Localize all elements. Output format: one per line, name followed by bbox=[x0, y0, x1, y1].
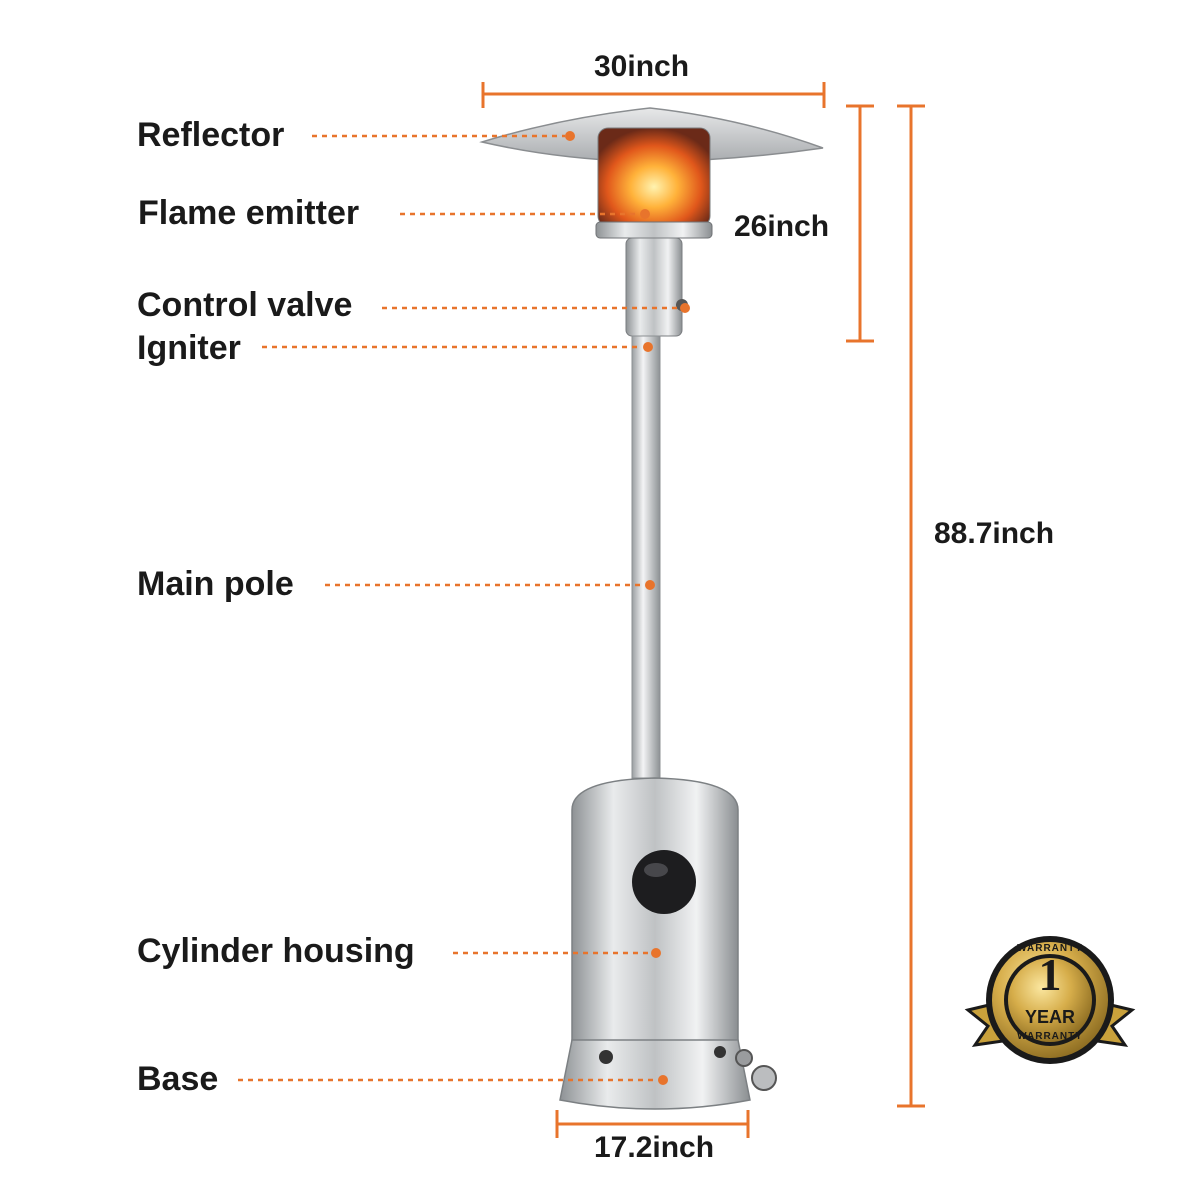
dimension-total-height: 88.7inch bbox=[934, 517, 1055, 550]
control-valve-housing bbox=[625, 237, 683, 337]
housing-window bbox=[632, 850, 696, 914]
flame-emitter-ring bbox=[595, 221, 713, 239]
label-reflector: Reflector bbox=[137, 116, 285, 154]
dimension-base-width: 17.2inch bbox=[594, 1131, 715, 1164]
warranty-unit: YEAR bbox=[1024, 1007, 1075, 1027]
flame-emitter-glass bbox=[597, 127, 711, 227]
warranty-badge bbox=[964, 936, 1136, 1064]
cylinder-housing-shape bbox=[571, 777, 739, 1061]
label-control-valve: Control valve bbox=[137, 286, 353, 324]
label-flame-emitter: Flame emitter bbox=[138, 194, 360, 232]
dimension-head-height: 26inch bbox=[734, 210, 830, 243]
label-base: Base bbox=[137, 1060, 219, 1098]
warranty-text-bottom: WARRANTY bbox=[1017, 1031, 1083, 1042]
warranty-text-top: WARRANTY bbox=[1017, 943, 1083, 954]
dimension-width: 30inch bbox=[594, 50, 690, 83]
wheel-icon bbox=[735, 1049, 777, 1091]
main-pole-shape bbox=[631, 335, 661, 779]
label-cylinder-housing: Cylinder housing bbox=[137, 932, 415, 970]
warranty-number: 1 bbox=[1038, 949, 1062, 1000]
label-main-pole: Main pole bbox=[137, 565, 294, 603]
label-igniter: Igniter bbox=[137, 329, 241, 367]
